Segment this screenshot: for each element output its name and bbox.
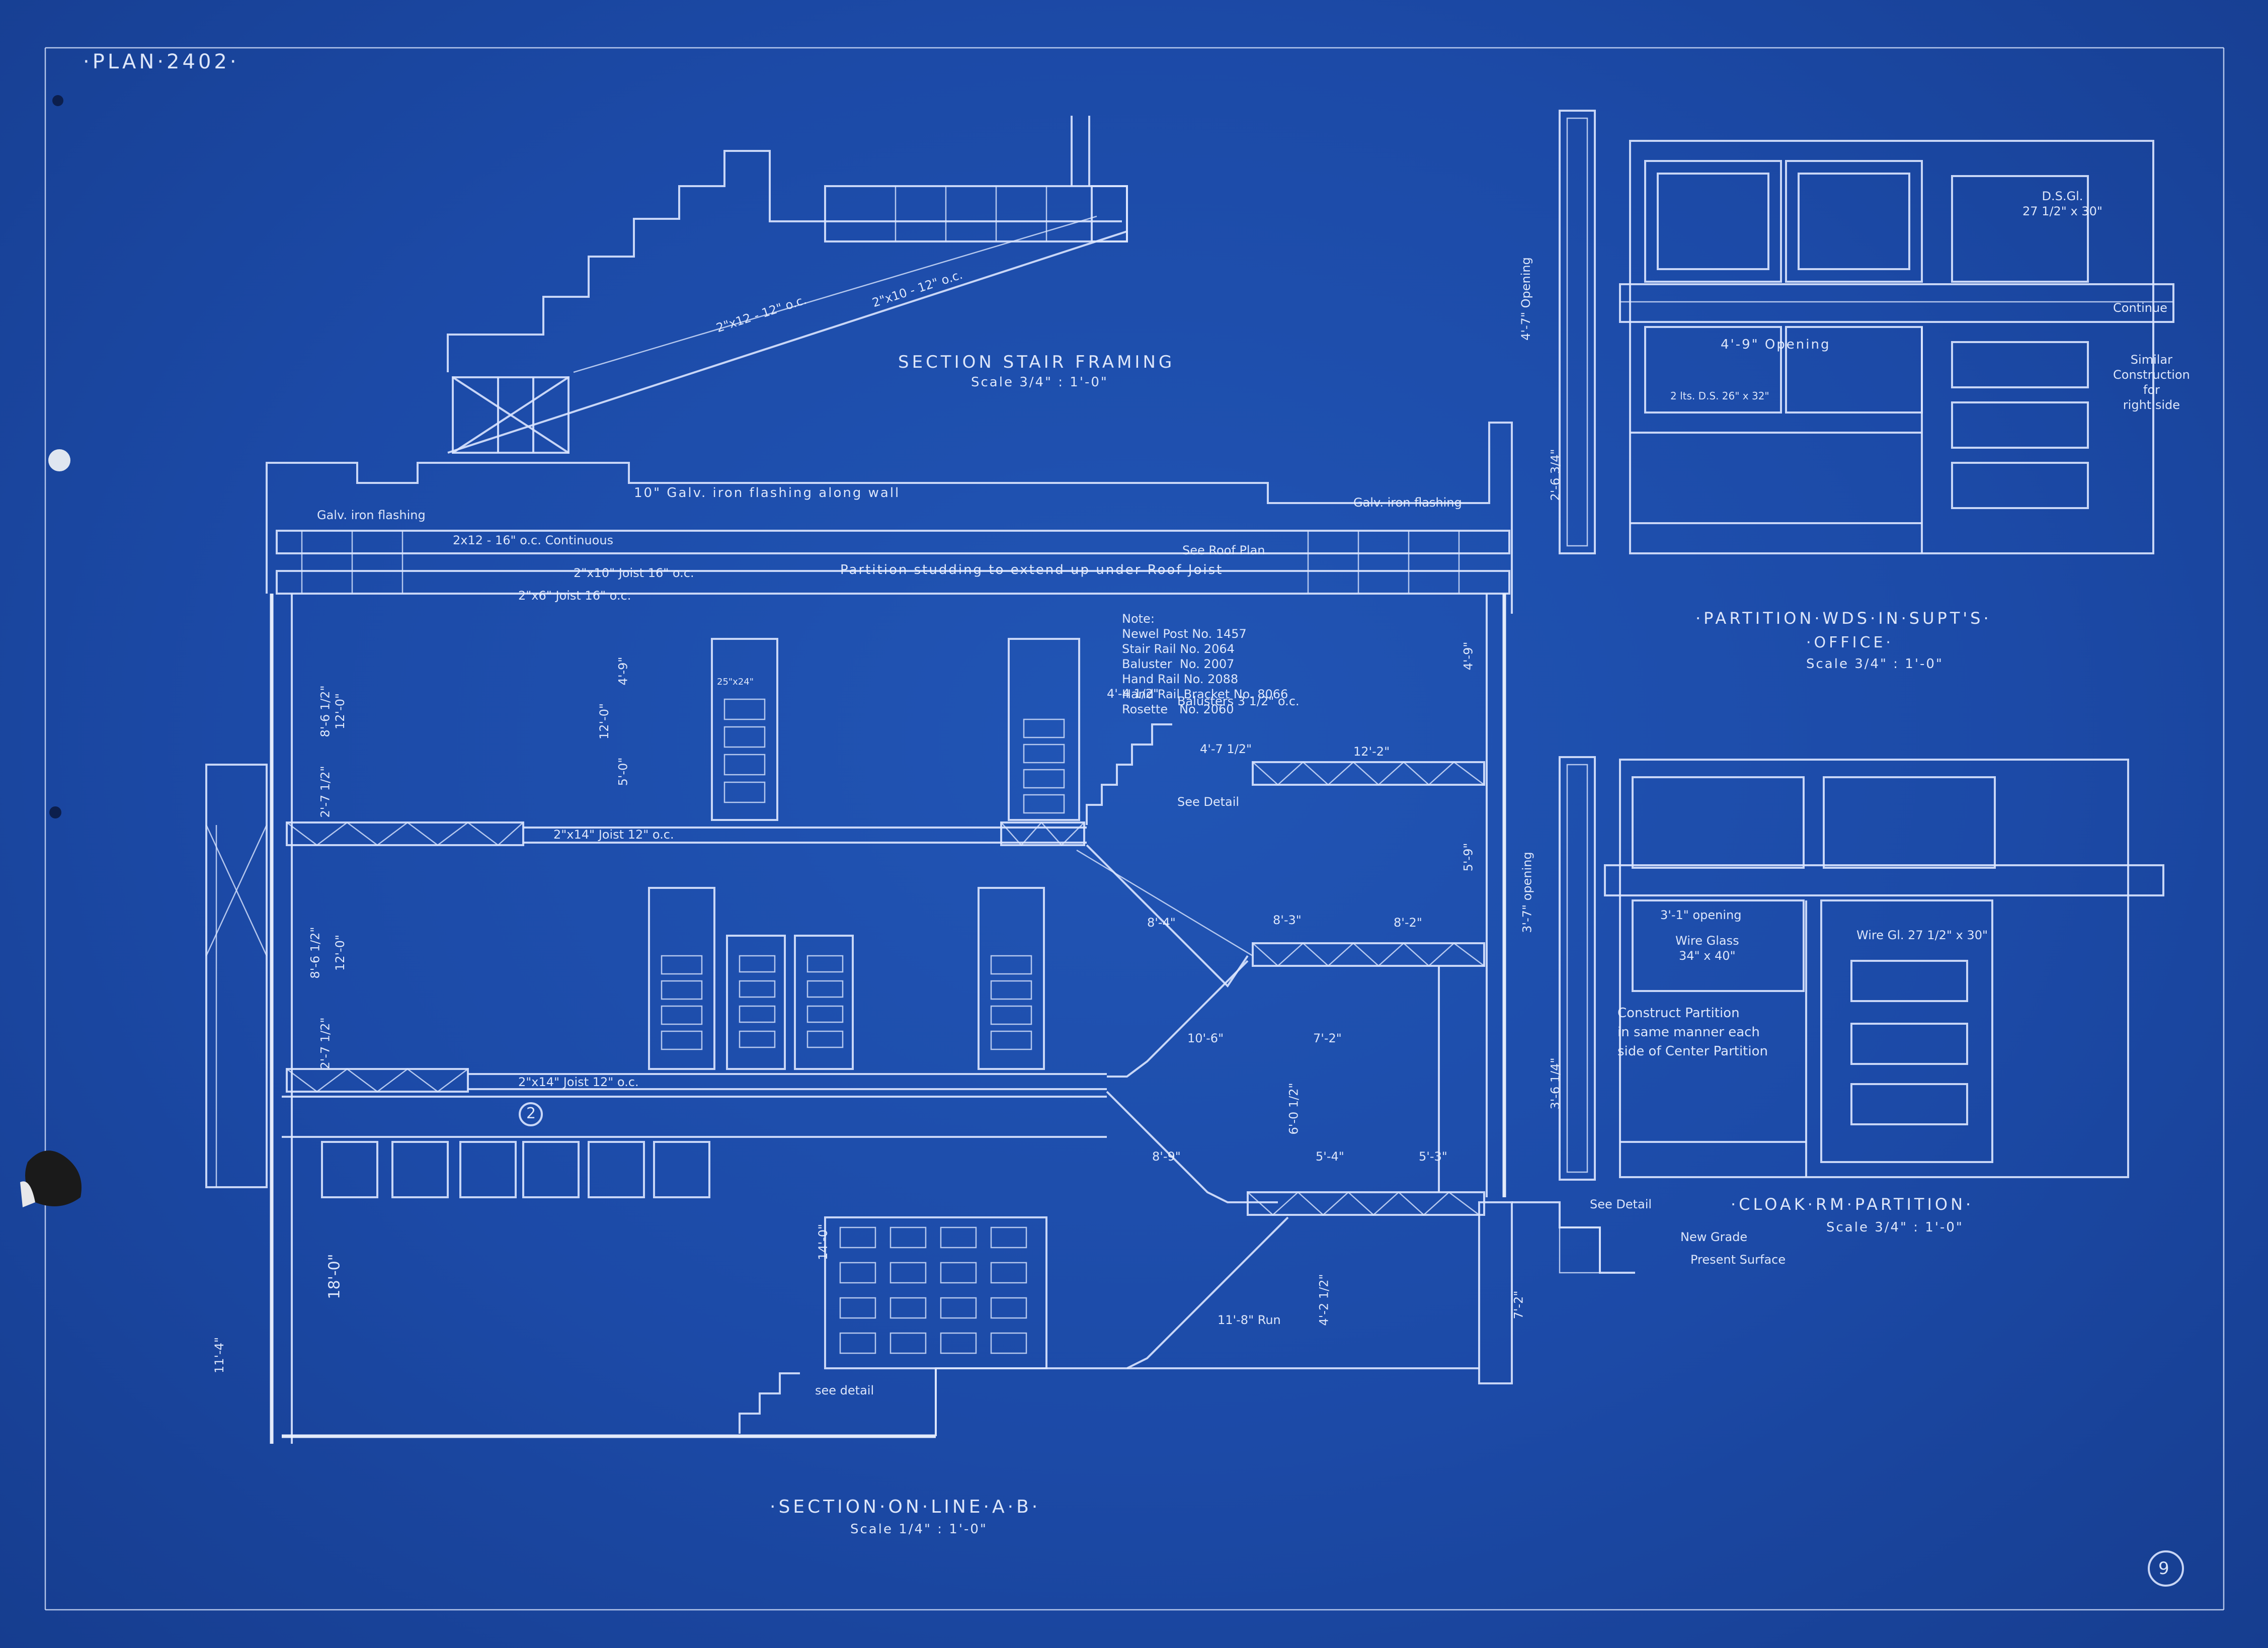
label-opening-wds: 4'-9" Opening	[1721, 337, 1831, 352]
partition-wds-title-2: ·OFFICE·	[1806, 634, 1894, 651]
room-number-circle	[519, 1102, 543, 1126]
partition-wds-title: ·PARTITION·WDS·IN·SUPT'S·	[1695, 609, 1992, 628]
dim-2-6: 2'-6 3/4"	[1548, 449, 1563, 501]
dim-4-9-a: 4'-9"	[616, 656, 630, 686]
sheet-number: 9	[2158, 1558, 2169, 1579]
dim-8-6-b: 8'-6 1/2"	[308, 927, 322, 979]
label-continuous: 2x12 - 16" o.c. Continuous	[453, 533, 614, 547]
dim-5-4: 5'-4"	[1316, 1149, 1344, 1164]
torn-paper	[20, 1181, 35, 1207]
label-opening-cloak: 3'-1" opening	[1660, 908, 1742, 922]
dim-8-6-a: 8'-6 1/2"	[318, 685, 333, 737]
label-joist-6: 2"x6" Joist 16" o.c.	[518, 589, 631, 603]
label-present-surface: Present Surface	[1690, 1253, 1786, 1267]
building-section	[205, 422, 1635, 1444]
stair-framing-title: SECTION STAIR FRAMING	[898, 352, 1175, 372]
plan-number: ·PLAN·2402·	[83, 50, 239, 73]
label-galv-flashing-left: Galv. iron flashing	[317, 508, 426, 522]
cloak-rm-scale: Scale 3/4" : 1'-0"	[1826, 1220, 1964, 1235]
dim-2-7-a: 2'-7 1/2"	[318, 766, 333, 818]
partition-office-elevation	[1559, 110, 2174, 554]
binder-hole	[49, 806, 61, 818]
label-ds-gl: D.S.Gl. 27 1/2" x 30"	[2022, 189, 2102, 218]
label-continue: Continue	[2113, 301, 2167, 315]
dim-18-0: 18'-0"	[326, 1254, 344, 1299]
dim-8-9: 8'-9"	[1152, 1149, 1181, 1164]
label-room-number: 2	[526, 1105, 536, 1122]
dim-14-0: 14'-0"	[816, 1223, 831, 1261]
label-opening-vert-1: 4'-7" Opening	[1518, 257, 1533, 341]
binder-hole	[52, 95, 63, 106]
label-partition-studding: Partition studding to extend up under Ro…	[840, 562, 1224, 578]
dim-7-2-b: 7'-2"	[1511, 1290, 1526, 1320]
dim-5-9: 5'-9"	[1461, 843, 1476, 872]
dim-7-2: 7'-2"	[1313, 1031, 1342, 1045]
label-joist-14-lower: 2"x14" Joist 12" o.c.	[518, 1075, 639, 1089]
dim-4-9-b: 4'-9"	[1461, 641, 1476, 671]
cloak-rm-title: ·CLOAK·RM·PARTITION·	[1731, 1195, 1974, 1214]
torn-hole	[25, 1150, 82, 1206]
label-see-roof-plan: See Roof Plan	[1182, 543, 1265, 557]
dim-4-7: 4'-7 1/2"	[1200, 742, 1252, 756]
label-run: 11'-8" Run	[1218, 1313, 1281, 1327]
partition-wds-scale: Scale 3/4" : 1'-0"	[1806, 656, 1943, 672]
label-similar: Similar Construction for right side	[2113, 353, 2190, 412]
dim-4-2: 4'-2 1/2"	[1317, 1274, 1331, 1326]
label-flashing-wall: 10" Galv. iron flashing along wall	[634, 485, 901, 501]
label-construct-partition: Construct Partition in same manner each …	[1617, 1006, 1768, 1059]
label-galv-flashing-right: Galv. iron flashing	[1353, 496, 1462, 510]
dim-8-3: 8'-3"	[1273, 913, 1302, 927]
dim-12-0-a: 12'-0"	[333, 693, 348, 730]
dim-6-0: 6'-0 1/2"	[1286, 1083, 1301, 1135]
dim-5-3: 5'-3"	[1419, 1149, 1447, 1164]
label-lts: 2 lts. D.S. 26" x 32"	[1670, 390, 1769, 402]
dim-8-4: 8'-4"	[1147, 916, 1176, 930]
stair-framing-scale: Scale 3/4" : 1'-0"	[971, 375, 1108, 390]
cloak-room-elevation	[1559, 756, 2164, 1181]
label-see-detail-1: See Detail	[1177, 795, 1240, 809]
dim-8-2: 8'-2"	[1394, 916, 1422, 930]
dim-4-4: 4'-4 1/2"	[1107, 687, 1159, 701]
binder-hole	[48, 449, 70, 471]
dim-10-6: 10'-6"	[1187, 1031, 1224, 1045]
label-transom: 25"x24"	[717, 677, 754, 687]
main-section-title: ·SECTION·ON·LINE·A·B·	[770, 1497, 1041, 1517]
label-joist-14-upper: 2"x14" Joist 12" o.c.	[553, 828, 674, 842]
dim-11-4: 11'-4"	[212, 1337, 227, 1374]
dim-12-2: 12'-2"	[1353, 745, 1390, 759]
dim-12-0-b: 12'-0"	[333, 934, 348, 971]
label-note-block: Note: Newel Post No. 1457 Stair Rail No.…	[1122, 612, 1288, 716]
dim-12-0-c: 12'-0"	[597, 703, 612, 740]
label-new-grade: New Grade	[1680, 1230, 1748, 1244]
label-see-detail-2: see detail	[815, 1383, 874, 1397]
sheet-number-circle	[2148, 1550, 2184, 1587]
dim-5-0: 5'-0"	[616, 757, 630, 786]
label-opening-vert-2: 3'-7" opening	[1520, 852, 1534, 933]
main-section-scale: Scale 1/4" : 1'-0"	[850, 1522, 988, 1537]
label-balusters: Balusters 3 1/2" o.c.	[1177, 694, 1300, 708]
label-wire-gl-small: Wire Gl. 27 1/2" x 30"	[1856, 928, 1988, 942]
label-wire-glass: Wire Glass 34" x 40"	[1675, 934, 1739, 963]
stair-framing-section	[447, 116, 1128, 454]
label-see-detail-3: See Detail	[1590, 1197, 1652, 1211]
dim-2-7-b: 2'-7 1/2"	[318, 1017, 333, 1069]
label-joist-10: 2"x10" Joist 16" o.c.	[574, 566, 694, 580]
dim-3-6: 3'-6 1/4"	[1548, 1057, 1563, 1110]
